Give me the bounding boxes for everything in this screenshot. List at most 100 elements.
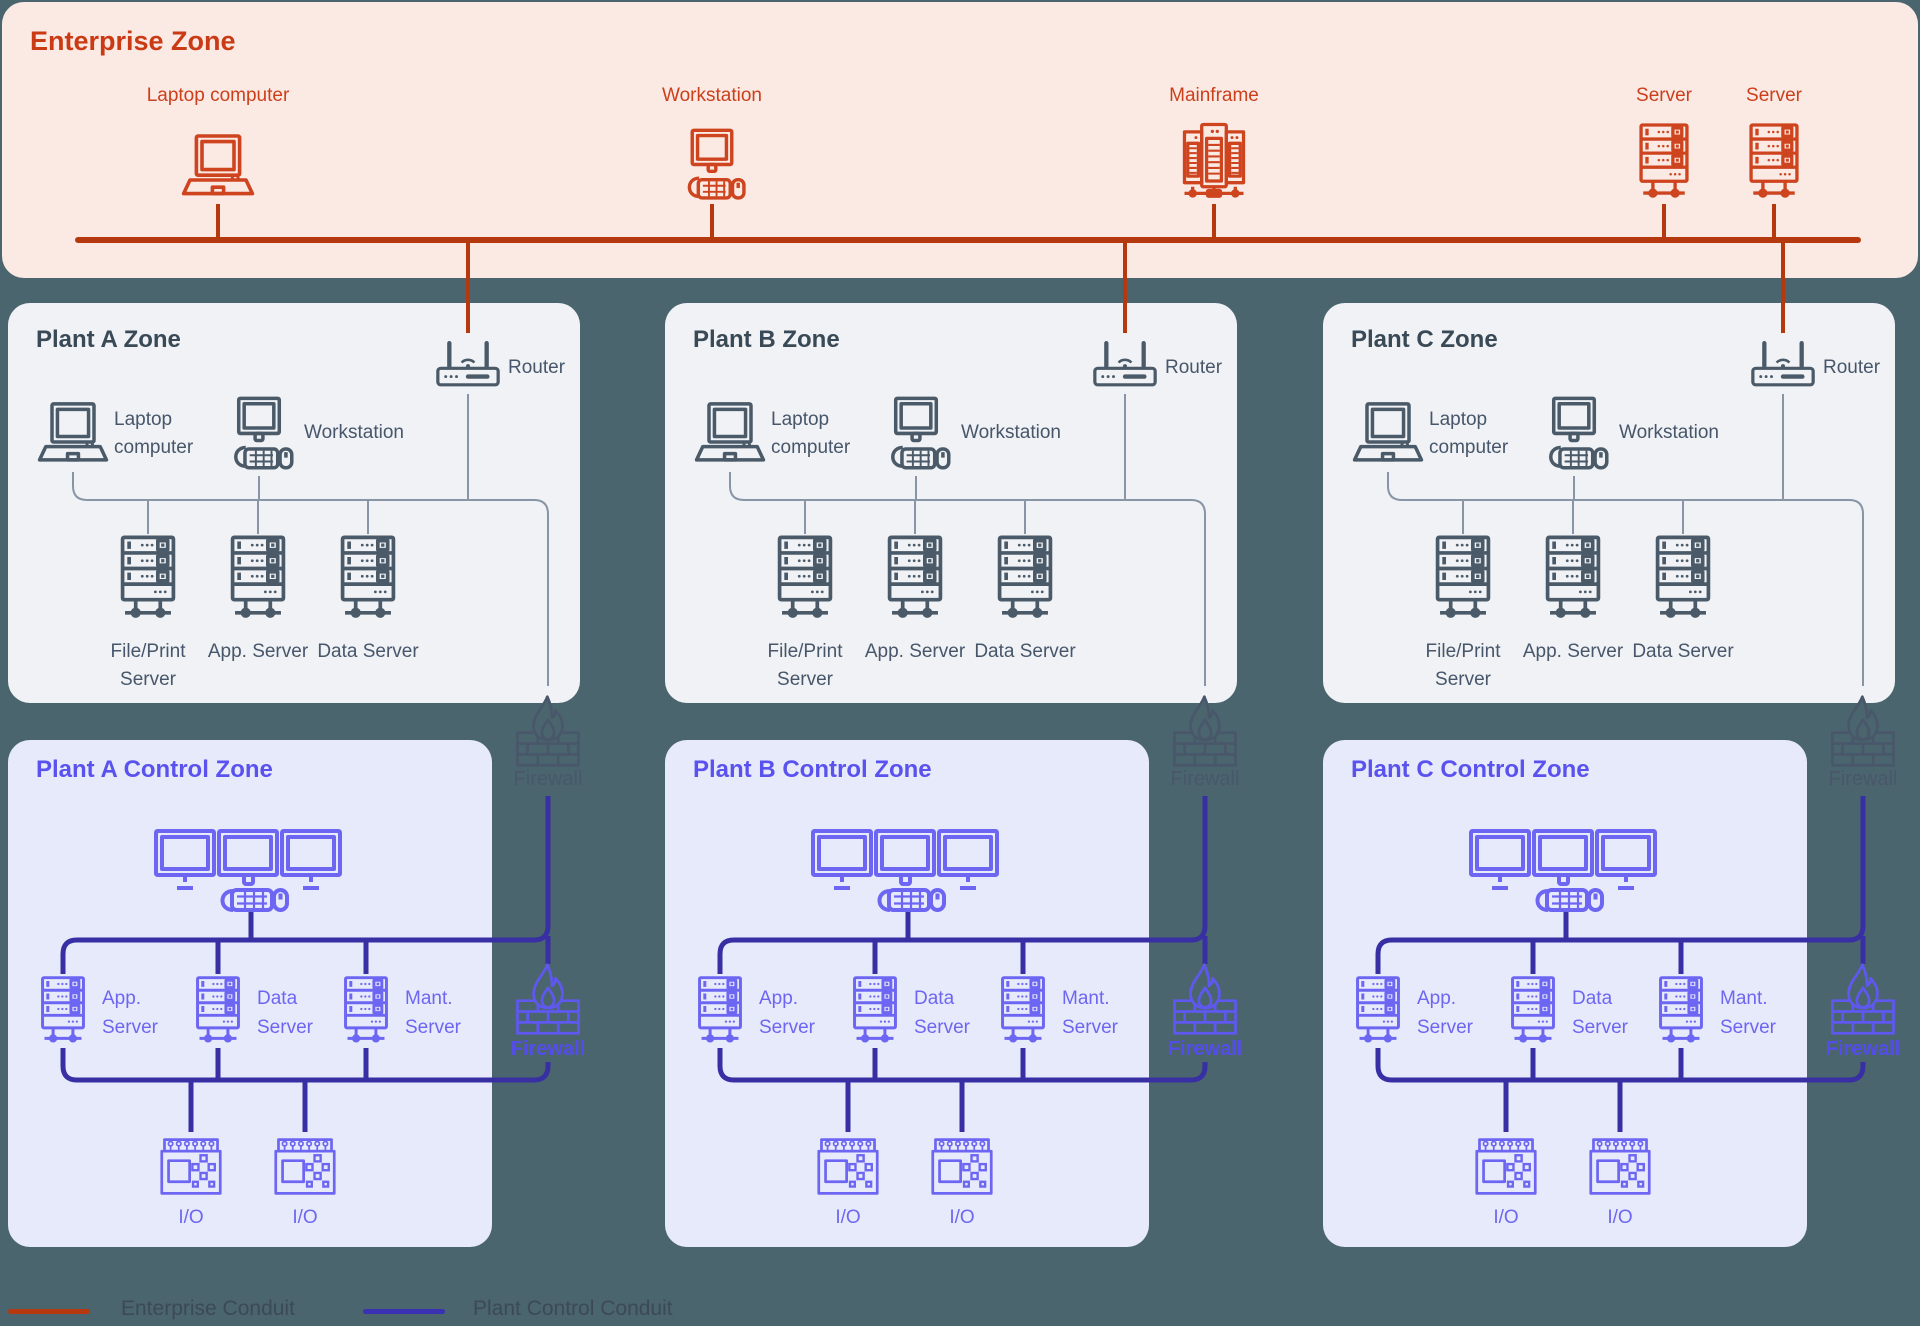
server-label: Data Server — [974, 641, 1076, 662]
server-icon — [333, 975, 399, 1049]
firewall-label: Firewall — [1170, 768, 1240, 790]
enterprise-conduit-bus — [75, 237, 1861, 243]
server-icon — [990, 975, 1056, 1049]
server-icon — [1500, 975, 1566, 1049]
column-plant-a: Plant A Zone Router Laptop computer Work… — [8, 0, 608, 1326]
router-label: Router — [1823, 357, 1881, 378]
io-module-icon — [157, 1136, 225, 1199]
server-icon — [874, 534, 956, 626]
io-label: I/O — [292, 1207, 318, 1228]
router-icon — [432, 336, 504, 392]
firewall-label: Firewall — [1825, 1038, 1901, 1060]
server-label: Data Server — [1632, 641, 1734, 662]
plant-c-network-lines — [1387, 394, 1864, 686]
control-server-label: App. Server — [759, 988, 815, 1038]
io-module-icon — [1472, 1136, 1540, 1199]
server-icon — [764, 534, 846, 626]
workstation-label: Workstation — [1619, 422, 1719, 443]
firewall-icon — [1171, 694, 1239, 770]
server-icon — [1648, 975, 1714, 1049]
server-icon — [107, 534, 189, 626]
enterprise-mainframe-label: Mainframe — [1169, 85, 1259, 106]
enterprise-conduit-to-router — [1123, 241, 1127, 333]
router-icon — [1747, 336, 1819, 392]
plant-b-network-lines — [729, 394, 1206, 686]
laptop-label: Laptop computer — [114, 409, 194, 458]
server-label: Data Server — [317, 641, 419, 662]
hmi-workstation-icon — [810, 828, 1000, 912]
control-server-label: Mant. Server — [405, 988, 461, 1038]
io-label: I/O — [949, 1207, 975, 1228]
router-icon — [1089, 336, 1161, 392]
control-server-label: Data Server — [1572, 988, 1628, 1038]
firewall-icon — [1829, 694, 1897, 770]
workstation-label: Workstation — [961, 422, 1061, 443]
server-label: App. Server — [1522, 641, 1624, 662]
workstation-icon — [877, 396, 955, 474]
server-icon — [30, 975, 96, 1049]
enterprise-laptop-label: Laptop computer — [146, 85, 290, 106]
plant-c-control-lines — [1375, 796, 1866, 1132]
column-plant-c: Plant C Zone Router Laptop computer Work… — [1323, 0, 1920, 1326]
plant-a-network-lines — [72, 394, 549, 686]
workstation-label: Workstation — [304, 422, 404, 443]
io-label: I/O — [1493, 1207, 1519, 1228]
plant-b-control-zone-title: Plant B Control Zone — [693, 756, 932, 783]
io-label: I/O — [178, 1207, 204, 1228]
hmi-workstation-icon — [153, 828, 343, 912]
router-label: Router — [1165, 357, 1223, 378]
enterprise-zone-title: Enterprise Zone — [30, 26, 236, 56]
server-label: App. Server — [864, 641, 966, 662]
io-module-icon — [271, 1136, 339, 1199]
io-module-icon — [928, 1136, 996, 1199]
conduit-drop — [216, 204, 220, 238]
firewall-icon — [1171, 962, 1239, 1038]
laptop-icon — [1349, 400, 1427, 470]
server-icon — [1642, 534, 1724, 626]
server-label: File/Print Server — [110, 641, 186, 690]
firewall-icon — [514, 694, 582, 770]
server-icon — [842, 975, 908, 1049]
workstation-icon — [220, 396, 298, 474]
plant-c-zone-title: Plant C Zone — [1351, 326, 1498, 353]
legend-enterprise-conduit-swatch — [8, 1309, 90, 1314]
server-label: App. Server — [207, 641, 309, 662]
control-server-label: Data Server — [257, 988, 313, 1038]
control-server-label: Mant. Server — [1062, 988, 1118, 1038]
plant-c-control-zone-title: Plant C Control Zone — [1351, 756, 1590, 783]
server-icon — [687, 975, 753, 1049]
firewall-icon — [1829, 962, 1897, 1038]
control-server-label: Mant. Server — [1720, 988, 1776, 1038]
enterprise-zone — [2, 2, 1918, 278]
server-icon — [1422, 534, 1504, 626]
server-icon — [1532, 534, 1614, 626]
plant-a-control-zone-title: Plant A Control Zone — [36, 756, 273, 783]
control-server-label: Data Server — [914, 988, 970, 1038]
enterprise-server-2-label: Server — [1746, 85, 1802, 106]
plant-b-control-lines — [717, 796, 1208, 1132]
column-plant-b: Plant B Zone Router Laptop computer Work… — [665, 0, 1265, 1326]
server-icon — [327, 534, 409, 626]
plant-b-control-zone — [665, 740, 1149, 1247]
io-module-icon — [814, 1136, 882, 1199]
conduit-drop — [1772, 204, 1776, 238]
enterprise-conduit-to-router — [466, 241, 470, 333]
io-label: I/O — [1607, 1207, 1633, 1228]
control-server-label: App. Server — [1417, 988, 1473, 1038]
server-icon — [217, 534, 299, 626]
laptop-icon — [691, 400, 769, 470]
server-label: File/Print Server — [1425, 641, 1501, 690]
laptop-label: Laptop computer — [771, 409, 851, 458]
legend-plant-control-conduit-swatch — [363, 1309, 445, 1314]
firewall-label: Firewall — [1828, 768, 1898, 790]
conduit-drop — [710, 204, 714, 238]
enterprise-conduit-to-router — [1781, 241, 1785, 333]
io-module-icon — [1586, 1136, 1654, 1199]
plant-b-zone-title: Plant B Zone — [693, 326, 840, 353]
laptop-icon — [34, 400, 112, 470]
firewall-label: Firewall — [1167, 1038, 1243, 1060]
legend-enterprise-conduit-label: Enterprise Conduit — [121, 1297, 295, 1320]
plant-a-control-lines — [60, 796, 551, 1132]
laptop-label: Laptop computer — [1429, 409, 1509, 458]
